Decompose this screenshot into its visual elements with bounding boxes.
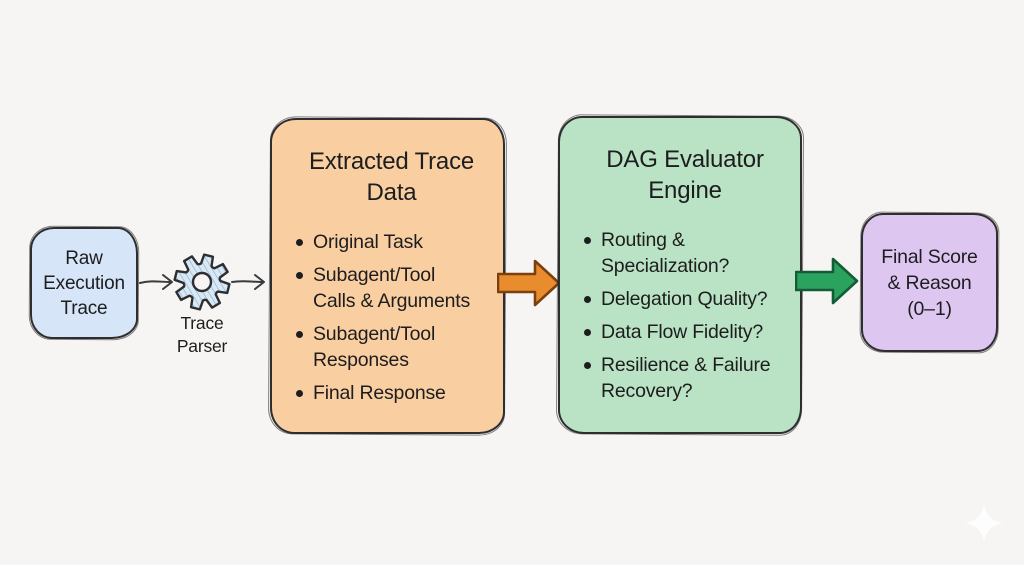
list-item-text: Routing & Specialization? [601, 229, 730, 277]
extracted-trace-data-list: Original Task Subagent/Tool Calls & Argu… [294, 229, 489, 406]
flow-arrow-parser-to-extracted [231, 274, 265, 290]
list-item-text: Final Response [313, 382, 446, 404]
list-item-text: Subagent/Tool Responses [313, 323, 436, 371]
bullet-icon [584, 329, 591, 336]
list-item: Subagent/Tool Calls & Arguments [296, 262, 489, 314]
extracted-trace-data-title: Extracted Trace Data [308, 148, 475, 206]
bullet-icon [296, 239, 303, 246]
list-item-text: Resilience & Failure Recovery? [601, 354, 771, 402]
list-item: Final Response [296, 380, 489, 406]
list-item: Resilience & Failure Recovery? [584, 352, 788, 404]
raw-execution-trace-title: Raw Execution Trace [43, 247, 125, 319]
list-item: Delegation Quality? [584, 286, 788, 312]
list-item: Original Task [296, 229, 489, 255]
bullet-icon [296, 272, 303, 279]
bullet-icon [296, 390, 303, 397]
list-item: Subagent/Tool Responses [296, 321, 489, 373]
dag-evaluator-engine-list: Routing & Specialization? Delegation Qua… [582, 227, 788, 404]
sparkle-icon [965, 504, 1003, 542]
list-item-text: Original Task [313, 231, 423, 253]
node-extracted-trace-data: Extracted Trace Data Original Task Subag… [270, 118, 505, 434]
flow-arrow-trace-to-parser [139, 274, 173, 290]
node-dag-evaluator-engine: DAG Evaluator Engine Routing & Specializ… [558, 116, 802, 434]
final-score-title: Final Score & Reason (0–1) [881, 245, 978, 320]
bullet-icon [584, 296, 591, 303]
bullet-icon [584, 237, 591, 244]
node-final-score: Final Score & Reason (0–1) [861, 213, 998, 352]
list-item: Routing & Specialization? [584, 227, 788, 279]
bullet-icon [584, 362, 591, 369]
gear-icon [173, 253, 231, 311]
dag-evaluator-engine-title: DAG Evaluator Engine [606, 146, 764, 204]
trace-parser-label: Trace Parser [176, 313, 228, 356]
list-item-text: Data Flow Fidelity? [601, 321, 764, 343]
list-item-text: Delegation Quality? [601, 288, 768, 310]
list-item: Data Flow Fidelity? [584, 319, 788, 345]
arrow-right-icon-green [795, 257, 859, 305]
arrow-right-icon-orange [497, 259, 561, 307]
bullet-icon [296, 331, 303, 338]
node-raw-execution-trace: Raw Execution Trace [30, 227, 138, 339]
list-item-text: Subagent/Tool Calls & Arguments [313, 264, 470, 312]
